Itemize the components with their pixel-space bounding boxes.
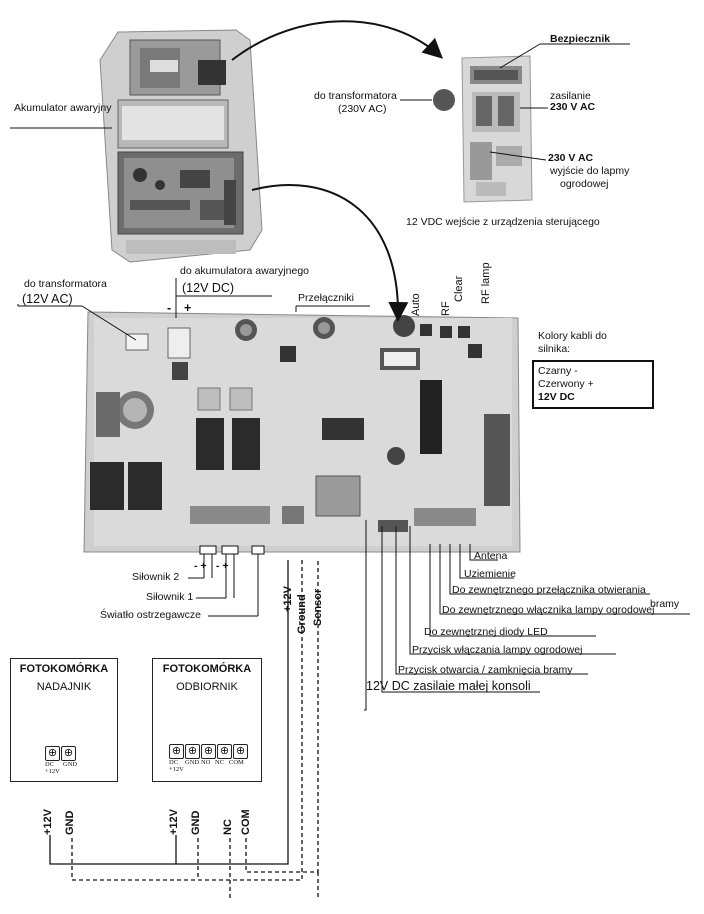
external-lamp-switch-label: Do zewnętrznego włącznika lampy ogrodowe… <box>442 604 655 616</box>
external-gate-switch-label: Do zewnętrznego przełącznika otwierania <box>452 584 646 596</box>
photocell-rx-title: FOTOKOMÓRKA <box>162 663 252 675</box>
transformer-12-label-line2: (12V AC) <box>22 292 73 306</box>
photocell-tx-t2: GND <box>63 761 78 768</box>
tx-wire-gnd: GND <box>64 810 76 835</box>
external-gate-switch-label-2: bramy <box>650 598 680 610</box>
switches-label: Przełączniki <box>298 292 355 304</box>
lamp-output-line1: 230 V AC <box>548 152 594 164</box>
photocell-rx-t2: GND <box>185 759 200 766</box>
transformer-230-label-line1: do transformatora <box>314 90 397 102</box>
power-label-line2: 230 V AC <box>550 101 596 113</box>
photocell-tx-title: FOTOKOMÓRKA <box>19 663 109 675</box>
console-power-label: 12V DC zasilaie małej konsoli <box>366 679 531 693</box>
photocell-dashed-wiring <box>71 560 319 900</box>
enclosure-photo <box>99 29 263 263</box>
photocell-rx-t5: COM <box>229 759 244 766</box>
button-label-clear: Clear <box>453 275 465 302</box>
rx-wire-gnd: GND <box>190 810 202 835</box>
terminal-screw-icon: ⊕ <box>233 744 248 759</box>
main-board-photo <box>83 311 521 553</box>
battery-connector-label-line1: do akumulatora awaryjnego <box>180 265 309 277</box>
terminal-screw-icon: ⊕ <box>201 744 216 759</box>
motor-colors-box: Czarny - Czerwony + 12V DC <box>532 360 654 409</box>
transformer-12-label-line1: do transformatora <box>24 278 107 290</box>
left-terminal-leaders <box>188 545 265 617</box>
motor1-label: Siłownik 1 <box>146 591 194 603</box>
fuse-label: Bezpiecznik <box>550 33 611 45</box>
photocell-rx-t4: NC <box>215 759 225 766</box>
antenna-label: Antena <box>474 550 508 562</box>
top-leaders <box>10 43 630 341</box>
photocell-rx-t3: NO <box>201 759 211 766</box>
terminal-label-12v: +12V <box>282 586 294 612</box>
button-label-rf-lamp: RF lamp <box>480 262 492 304</box>
photocell-wiring <box>49 560 289 865</box>
motor-color-red: Czerwony + <box>538 378 594 390</box>
photocell-tx-terminals: ⊕⊕ <box>45 743 77 761</box>
right-terminal-leaders <box>364 520 690 711</box>
lamp-button-label: Przycisk włączania lampy ogrodowej <box>412 644 583 656</box>
photocell-tx-subtitle: NADAJNIK <box>36 681 92 693</box>
arrow-to-fuse-board <box>231 20 443 61</box>
terminal-screw-icon: ⊕ <box>45 746 60 761</box>
terminal-label-sensor: Sensor <box>312 588 324 626</box>
motor1-polarity: - + <box>216 560 229 572</box>
photocell-receiver-box: FOTOKOMÓRKA ODBIORNIK ⊕⊕⊕⊕⊕ DC+12V GND N… <box>152 658 262 782</box>
motor-colors-title-line1: Kolory kabli do <box>538 330 607 342</box>
lamp-output-line2: wyjście do lapmy <box>550 165 630 177</box>
photocell-rx-subtitle: ODBIORNIK <box>176 681 238 693</box>
terminal-screw-icon: ⊕ <box>169 744 184 759</box>
ground-label: Uziemienie <box>464 568 516 580</box>
dc-input-label: 12 VDC wejście z urządzenia sterującego <box>406 216 600 228</box>
external-led-label: Do zewnętrznej diody LED <box>424 626 548 638</box>
rx-wire-com: COM <box>240 809 252 835</box>
battery-label: Akumulator awaryjny <box>14 102 112 114</box>
lamp-output-line3: ogrodowej <box>560 178 609 190</box>
button-label-rf: RF <box>440 301 452 316</box>
warning-light-label: Światło ostrzegawcze <box>100 609 201 621</box>
transformer-230-label-line2: (230V AC) <box>338 103 387 115</box>
power-label-line1: zasilanie <box>550 90 591 102</box>
terminal-screw-icon: ⊕ <box>61 746 76 761</box>
photocell-tx-t1: DC+12V <box>45 761 60 775</box>
motor-colors-title-line2: silnika: <box>538 343 571 355</box>
motor-color-voltage: 12V DC <box>538 391 575 403</box>
motor2-polarity: - + <box>194 560 207 572</box>
terminal-label-ground: Ground <box>296 594 308 634</box>
gate-button-label: Przycisk otwarcia / zamknięcia bramy <box>398 664 573 676</box>
motor-color-black: Czarny - <box>538 365 578 377</box>
rx-wire-nc: NC <box>222 819 234 835</box>
terminal-screw-icon: ⊕ <box>217 744 232 759</box>
photocell-rx-terminals: ⊕⊕⊕⊕⊕ <box>169 741 249 759</box>
arrow-to-main-board <box>251 184 409 322</box>
rx-wire-12v: +12V <box>168 809 180 835</box>
battery-connector-label-line2: (12V DC) <box>182 281 235 295</box>
battery-plus: + <box>184 301 192 315</box>
photocell-rx-t1: DC+12V <box>169 759 184 773</box>
motor2-label: Siłownik 2 <box>132 571 180 583</box>
terminal-screw-icon: ⊕ <box>185 744 200 759</box>
tx-wire-12v: +12V <box>42 809 54 835</box>
button-label-auto: Auto <box>410 293 422 316</box>
photocell-transmitter-box: FOTOKOMÓRKA NADAJNIK ⊕⊕ DC+12V GND <box>10 658 118 782</box>
fuse-board-photo <box>433 55 533 203</box>
battery-minus: - <box>167 301 172 315</box>
